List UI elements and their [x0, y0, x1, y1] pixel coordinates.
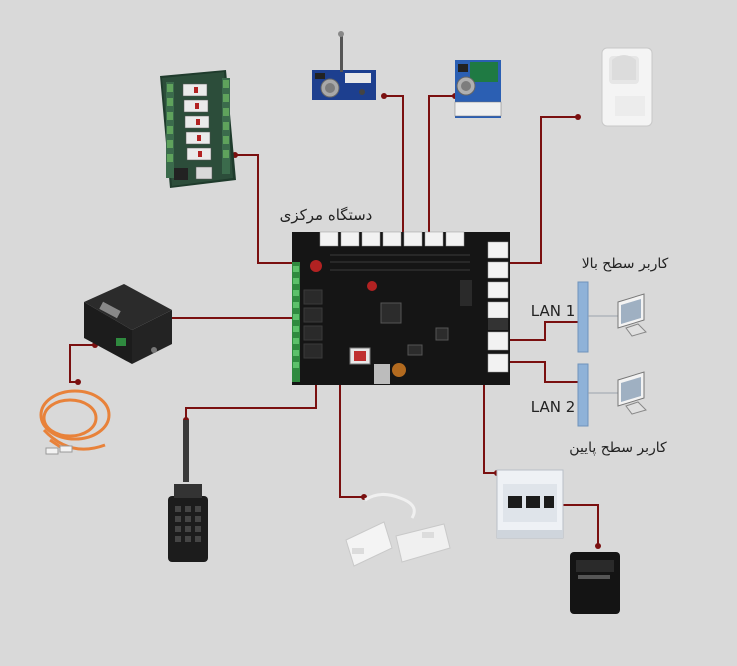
- wire-clamp: [560, 504, 599, 546]
- wire-relay: [235, 154, 292, 264]
- wire-gas-1: [384, 95, 404, 232]
- gas-sensor-icon: [454, 60, 502, 118]
- relay-module-icon: [160, 70, 236, 188]
- lower-users-label: کاربر سطح پایین: [569, 440, 667, 456]
- central-device-label: دستگاه مرکزی: [280, 206, 373, 224]
- din-rail-meter-icon: [496, 469, 564, 539]
- current-clamp-icon: [570, 552, 620, 614]
- lan-to-monitor-lines: [588, 315, 618, 394]
- central-board-icon: [292, 231, 510, 385]
- lan-wires: [510, 321, 578, 383]
- upper-users-label: کاربر سطح بالا: [582, 256, 669, 272]
- monitor-icon: [617, 371, 647, 415]
- lan2-label: LAN 2: [531, 398, 576, 416]
- monitor-icon: [617, 293, 647, 337]
- gas-sensor-icon: [312, 31, 376, 100]
- leak-cable-connector: [45, 445, 73, 455]
- wires: [69, 95, 599, 546]
- water-leak-cable-icon: [39, 389, 111, 451]
- wire-meter: [483, 385, 497, 474]
- pir-motion-sensor-icon: [601, 47, 653, 127]
- power-supply-icon: [84, 284, 172, 364]
- lan-bars: [577, 281, 589, 427]
- lan1-label: LAN 1: [531, 302, 576, 320]
- wire-leak: [69, 344, 95, 383]
- wire-gas-2: [428, 95, 455, 232]
- wire-door: [339, 385, 364, 498]
- wire-temp: [185, 385, 317, 420]
- wire-pir: [510, 116, 578, 264]
- magnetic-door-sensor-icon: [345, 493, 451, 567]
- temperature-humidity-sensor-icon: [168, 420, 208, 562]
